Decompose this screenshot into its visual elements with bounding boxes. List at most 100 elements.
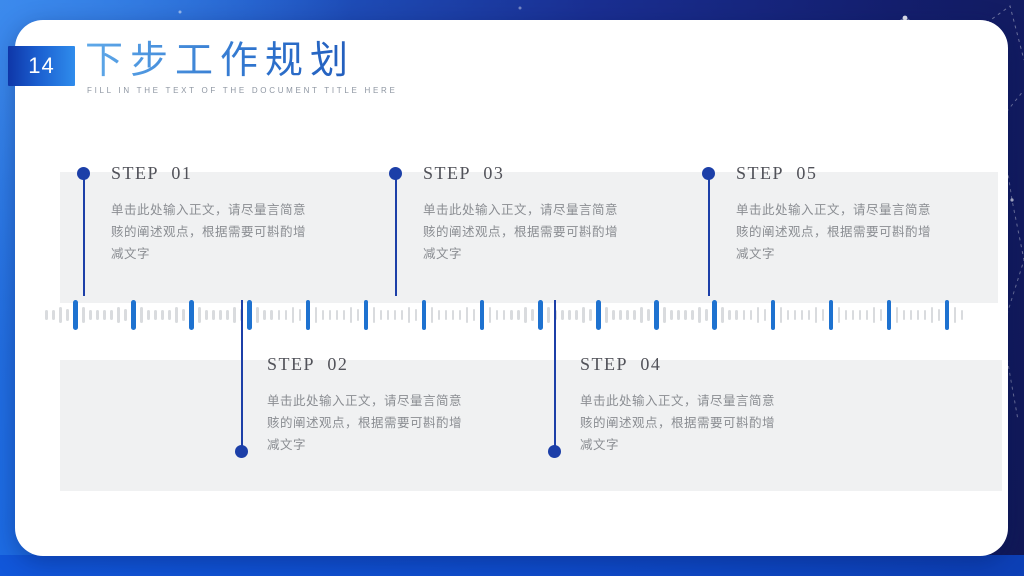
timeline-tick xyxy=(444,310,448,320)
slide-subtitle: FILL IN THE TEXT OF THE DOCUMENT TITLE H… xyxy=(87,86,398,95)
timeline-tick xyxy=(779,307,783,323)
timeline-tick xyxy=(219,310,222,320)
timeline-tick xyxy=(916,310,920,320)
timeline-accent-tick xyxy=(944,300,950,330)
timeline-tick xyxy=(698,307,701,323)
timeline-accent-tick xyxy=(73,300,78,330)
step-body: 单击此处输入正文，请尽量言简意 赅的阐述观点，根据需要可斟酌增 减文字 xyxy=(736,203,932,261)
timeline-tick xyxy=(705,309,708,321)
step-connector-line xyxy=(394,179,397,296)
timeline-tick xyxy=(82,307,85,323)
timeline-tick xyxy=(372,307,376,323)
timeline-tick xyxy=(414,309,418,321)
timeline-tick xyxy=(386,310,390,320)
timeline-accent-tick xyxy=(538,300,543,330)
slide-card: 14 下步工作规划 FILL IN THE TEXT OF THE DOCUME… xyxy=(8,20,1008,556)
timeline-tick xyxy=(793,310,797,320)
timeline-accent-tick xyxy=(131,300,136,330)
timeline-tick xyxy=(335,310,339,320)
timeline-tick xyxy=(633,310,636,320)
timeline-tick xyxy=(154,310,157,320)
timeline-tick xyxy=(728,310,731,320)
step-marker-dot xyxy=(389,167,402,180)
timeline-accent-tick xyxy=(596,300,601,330)
timeline-tick xyxy=(342,310,346,320)
timeline-tick xyxy=(510,310,513,320)
slide-header: 下步工作规划 FILL IN THE TEXT OF THE DOCUMENT … xyxy=(85,38,398,95)
timeline-tick xyxy=(430,307,434,323)
step-body: 单击此处输入正文，请尽量言简意 赅的阐述观点，根据需要可斟酌增 减文字 xyxy=(267,394,463,452)
timeline-tick xyxy=(291,307,295,323)
timeline-tick xyxy=(851,310,855,320)
timeline-tick xyxy=(960,310,964,320)
step-marker-dot xyxy=(702,167,715,180)
timeline-tick xyxy=(807,310,811,320)
timeline-tick xyxy=(524,307,527,323)
page-number-badge: 14 xyxy=(8,46,75,86)
timeline-tick xyxy=(298,309,302,321)
timeline-tick xyxy=(844,310,848,320)
timeline-tick xyxy=(45,310,48,320)
timeline-tick xyxy=(647,309,650,321)
timeline-waveform xyxy=(45,293,965,337)
step-marker-dot xyxy=(235,445,248,458)
timeline-tick xyxy=(763,309,767,321)
timeline-tick xyxy=(561,310,564,320)
timeline-tick xyxy=(110,310,113,320)
timeline-tick xyxy=(161,310,164,320)
timeline-tick xyxy=(605,307,608,323)
timeline-tick xyxy=(742,310,745,320)
timeline-tick xyxy=(663,307,666,323)
timeline-tick xyxy=(937,309,941,321)
timeline-tick xyxy=(749,310,753,320)
timeline-tick xyxy=(168,310,171,320)
timeline-tick xyxy=(66,309,69,321)
timeline-tick xyxy=(684,310,687,320)
timeline-tick xyxy=(814,307,818,323)
timeline-accent-tick xyxy=(421,300,427,330)
step-label: STEP 04 xyxy=(580,354,662,374)
timeline-tick xyxy=(52,310,55,320)
timeline-tick xyxy=(858,310,862,320)
timeline-tick xyxy=(321,310,325,320)
timeline-tick xyxy=(393,310,397,320)
timeline-tick xyxy=(198,307,201,323)
timeline-tick xyxy=(589,309,592,321)
timeline-tick xyxy=(531,309,534,321)
timeline-tick xyxy=(909,310,913,320)
timeline-tick xyxy=(902,310,906,320)
bottom-steps-panel xyxy=(60,360,1002,491)
top-steps-panel xyxy=(60,172,998,303)
timeline-tick xyxy=(284,310,288,320)
step-label: STEP 02 xyxy=(267,354,349,374)
timeline-tick xyxy=(677,310,680,320)
timeline-tick xyxy=(205,310,208,320)
timeline-tick xyxy=(575,310,578,320)
timeline-tick xyxy=(568,310,571,320)
step-connector-line xyxy=(240,300,243,450)
timeline-tick xyxy=(800,310,804,320)
timeline-tick xyxy=(517,310,520,320)
timeline-tick xyxy=(582,307,585,323)
timeline-tick xyxy=(140,307,143,323)
timeline-tick xyxy=(379,310,383,320)
timeline-tick xyxy=(407,307,411,323)
timeline-tick xyxy=(356,309,360,321)
timeline-tick xyxy=(786,310,790,320)
timeline-tick xyxy=(270,310,273,320)
step-body: 单击此处输入正文，请尽量言简意 赅的阐述观点，根据需要可斟酌增 减文字 xyxy=(423,203,619,261)
timeline-tick xyxy=(547,307,550,323)
timeline-tick xyxy=(256,307,259,323)
step-body: 单击此处输入正文，请尽量言简意 赅的阐述观点，根据需要可斟酌增 减文字 xyxy=(111,203,307,261)
timeline-tick xyxy=(626,310,629,320)
timeline-tick xyxy=(263,310,266,320)
step-label: STEP 05 xyxy=(736,163,818,183)
timeline-accent-tick xyxy=(770,300,776,330)
bottom-accent-strip xyxy=(0,555,1024,576)
step-marker-dot xyxy=(548,445,561,458)
step-label: STEP 01 xyxy=(111,163,193,183)
timeline-tick xyxy=(233,307,236,323)
timeline-tick xyxy=(89,310,92,320)
timeline-tick xyxy=(437,310,441,320)
